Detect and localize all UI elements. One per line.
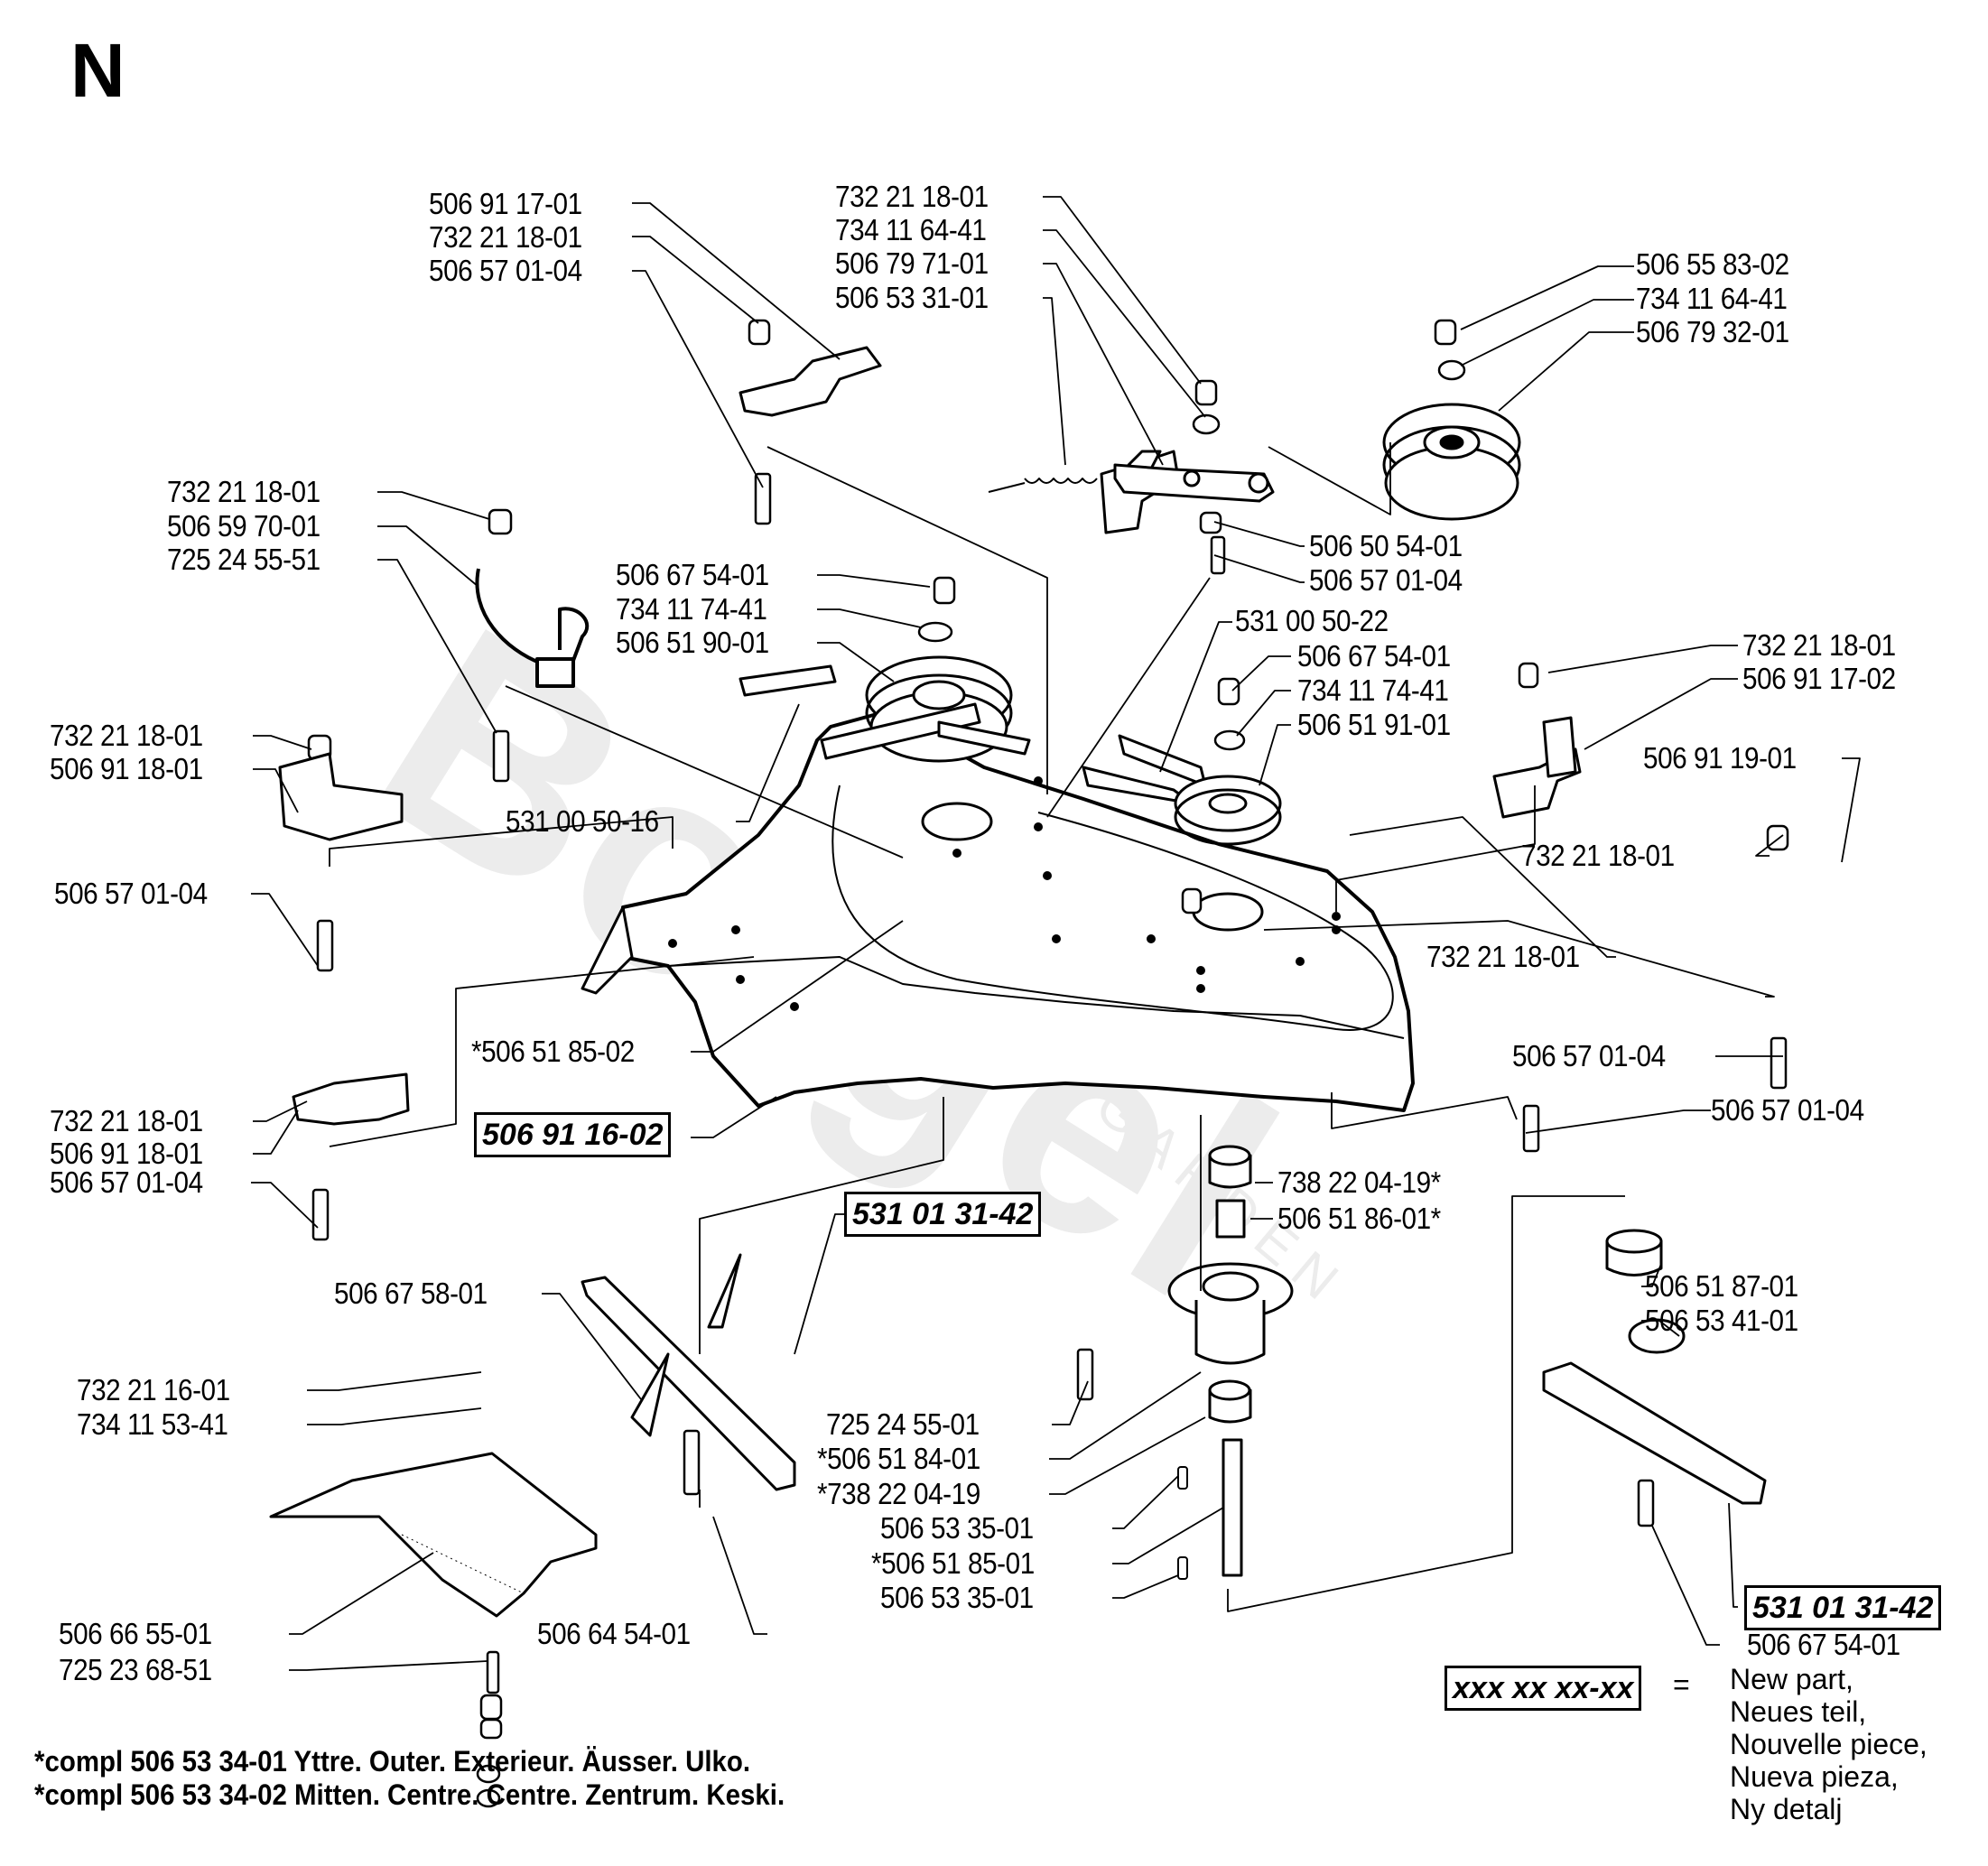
footnote-centre: *compl 506 53 34-02 Mitten. Centre. Cent… bbox=[34, 1778, 785, 1811]
part-label: *506 51 85-01 bbox=[871, 1546, 1035, 1580]
spindle-shaft bbox=[1222, 1438, 1243, 1577]
part-label: 732 21 18-01 bbox=[1521, 839, 1675, 872]
legend-line: New part, bbox=[1730, 1663, 1853, 1695]
blade-right bbox=[1542, 1229, 1767, 1505]
part-label: 506 91 18-01 bbox=[50, 752, 203, 785]
spindle-housing bbox=[1167, 1262, 1294, 1365]
part-label: 732 21 18-01 bbox=[429, 220, 582, 254]
part-label: 506 67 54-01 bbox=[616, 558, 769, 591]
legend-description: New part, Neues teil, Nouvelle piece, Nu… bbox=[1730, 1663, 1928, 1825]
bearings bbox=[1208, 1145, 1252, 1424]
part-label: 506 67 58-01 bbox=[334, 1276, 488, 1310]
pulley-center-right bbox=[1174, 775, 1282, 846]
part-label: 732 21 18-01 bbox=[1742, 628, 1896, 662]
new-part-label-deck: 506 91 16-02 bbox=[474, 1112, 672, 1157]
part-label: 506 57 01-04 bbox=[1711, 1093, 1864, 1127]
part-label: 506 66 55-01 bbox=[59, 1617, 212, 1650]
shaft-keys bbox=[1177, 1466, 1188, 1580]
part-label: 506 53 35-01 bbox=[880, 1511, 1034, 1545]
new-part-label-blade-right: 531 01 31-42 bbox=[1744, 1585, 1942, 1630]
part-label: 506 79 32-01 bbox=[1636, 315, 1789, 348]
deck-opening-left bbox=[921, 802, 993, 841]
part-label: 725 23 68-51 bbox=[59, 1653, 212, 1686]
part-label: 506 51 90-01 bbox=[616, 626, 769, 659]
part-label: 506 57 01-04 bbox=[1512, 1039, 1666, 1072]
new-part-label-blade-left: 531 01 31-42 bbox=[844, 1192, 1042, 1237]
legend-line: Ny detalj bbox=[1730, 1793, 1843, 1825]
legend-line: Nueva pieza, bbox=[1730, 1760, 1899, 1793]
leader-lines bbox=[251, 196, 1861, 1671]
part-label: 506 51 87-01 bbox=[1645, 1269, 1798, 1303]
pulley-top-right bbox=[1382, 403, 1521, 521]
blade-left bbox=[581, 1253, 796, 1491]
discharge-shield bbox=[269, 1452, 598, 1618]
part-label: 732 21 18-01 bbox=[50, 719, 203, 752]
part-label: 725 24 55-51 bbox=[167, 543, 320, 576]
part-label: 734 11 74-41 bbox=[616, 592, 767, 626]
part-label: 506 53 41-01 bbox=[1645, 1304, 1798, 1337]
part-label: 734 11 74-41 bbox=[1297, 673, 1449, 707]
part-label: 506 91 18-01 bbox=[50, 1137, 203, 1170]
part-label: 506 67 54-01 bbox=[1747, 1628, 1900, 1661]
part-label: *506 51 85-02 bbox=[471, 1035, 635, 1068]
part-label: 506 51 86-01* bbox=[1277, 1202, 1441, 1235]
part-label: 506 53 31-01 bbox=[835, 281, 989, 314]
part-label: 506 51 91-01 bbox=[1297, 708, 1451, 741]
part-label: 531 00 50-22 bbox=[1235, 604, 1389, 637]
part-label: 506 64 54-01 bbox=[537, 1617, 691, 1650]
legend-sample-box: xxx xx xx-xx bbox=[1445, 1666, 1642, 1711]
part-label: 506 91 17-01 bbox=[429, 187, 582, 220]
idler-arm bbox=[1113, 463, 1275, 503]
spring bbox=[988, 478, 1098, 493]
footnote-outer: *compl 506 53 34-01 Yttre. Outer. Exteri… bbox=[34, 1745, 751, 1778]
part-label: 506 57 01-04 bbox=[429, 254, 582, 287]
belt-guide-hook bbox=[475, 568, 590, 688]
part-label: 734 11 53-41 bbox=[77, 1407, 228, 1441]
part-label: 732 21 16-01 bbox=[77, 1373, 230, 1406]
part-label: 531 00 50-16 bbox=[506, 804, 659, 838]
part-label: 506 57 01-04 bbox=[1309, 563, 1463, 597]
belts bbox=[739, 664, 1207, 805]
part-label: 506 91 17-02 bbox=[1742, 662, 1896, 695]
part-label: 506 50 54-01 bbox=[1309, 529, 1463, 562]
part-label: 506 59 70-01 bbox=[167, 509, 320, 543]
sheet-letter: N bbox=[70, 28, 125, 113]
part-label: 725 24 55-01 bbox=[826, 1407, 980, 1441]
part-label: 732 21 18-01 bbox=[167, 475, 320, 508]
part-label: 506 57 01-04 bbox=[54, 877, 208, 910]
part-label: 734 11 64-41 bbox=[1636, 282, 1788, 315]
part-label: 506 91 19-01 bbox=[1643, 741, 1797, 775]
part-label: 732 21 18-01 bbox=[835, 180, 989, 213]
part-label: 734 11 64-41 bbox=[835, 213, 987, 246]
part-label: 506 79 71-01 bbox=[835, 246, 989, 280]
part-label: *506 51 84-01 bbox=[817, 1442, 980, 1475]
mower-deck bbox=[581, 711, 1415, 1112]
legend-line: Nouvelle piece, bbox=[1730, 1728, 1928, 1760]
part-label: 732 21 18-01 bbox=[1426, 940, 1580, 973]
part-label: 506 53 35-01 bbox=[880, 1581, 1034, 1614]
bolts bbox=[311, 472, 1788, 1694]
part-label: 506 55 83-02 bbox=[1636, 247, 1789, 281]
part-label: 506 57 01-04 bbox=[50, 1165, 203, 1199]
legend-equals: = bbox=[1673, 1668, 1690, 1701]
part-label: *738 22 04-19 bbox=[817, 1477, 980, 1510]
part-label: 506 67 54-01 bbox=[1297, 639, 1451, 673]
legend-line: Neues teil, bbox=[1730, 1695, 1867, 1728]
part-label: 732 21 18-01 bbox=[50, 1104, 203, 1137]
part-label: 738 22 04-19* bbox=[1277, 1165, 1441, 1199]
